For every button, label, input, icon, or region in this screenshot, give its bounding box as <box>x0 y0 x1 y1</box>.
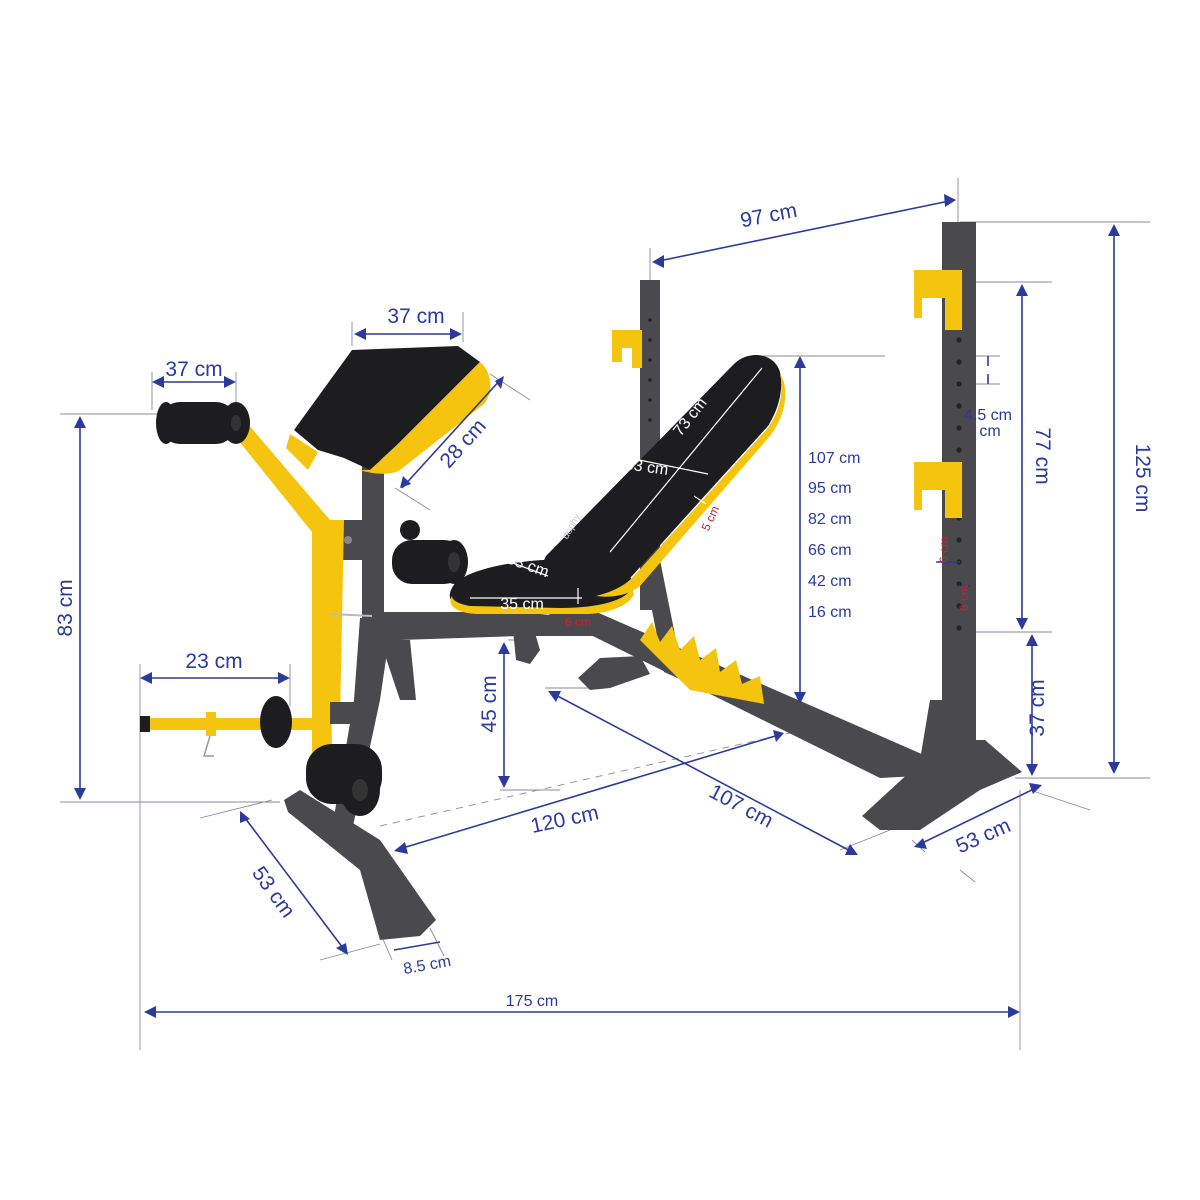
dim-rack-width: 97 cm <box>738 199 799 232</box>
dim-total-length: 175 cm <box>506 993 558 1010</box>
dim-rack-depth-span: 107 cm <box>705 780 777 833</box>
dim-seat-thickness: 6 cm <box>565 615 591 629</box>
dimension-lines <box>79 199 1115 1013</box>
backrest-height-4: 66 cm <box>808 542 852 559</box>
front-foot <box>284 790 436 940</box>
backrest-height-2: 95 cm <box>808 480 852 497</box>
extension-lines <box>60 178 1150 1050</box>
leg-developer <box>140 402 382 816</box>
seat-pad-edge <box>450 588 634 614</box>
dim-seat-width-bottom: 35 cm <box>500 596 544 613</box>
backrest-height-3: 82 cm <box>808 511 852 528</box>
top-roller <box>156 402 250 444</box>
backrest-strut <box>640 560 760 710</box>
preacher-station <box>286 346 491 620</box>
preacher-pad <box>294 346 480 470</box>
dim-hole-size-b: 6 cm <box>957 585 971 611</box>
dim-seat-height: 45 cm <box>478 675 501 732</box>
preacher-pad-edge <box>360 362 491 474</box>
dim-leg-frame-height: 83 cm <box>54 579 77 636</box>
j-hook <box>914 270 962 330</box>
dim-backrest-width: 33 cm <box>624 456 670 479</box>
weight-post <box>140 696 326 757</box>
hole-column <box>648 318 962 631</box>
dim-rack-height: 125 cm <box>1131 444 1154 513</box>
dim-rack-base-width: 53 cm <box>953 814 1015 858</box>
dim-hook-lowest: 37 cm <box>1026 679 1049 736</box>
j-hook <box>914 462 962 518</box>
arrowheads <box>74 194 1120 1018</box>
backrest-height-5: 42 cm <box>808 573 852 590</box>
leg-arm <box>222 410 332 760</box>
rack-base <box>862 740 1022 830</box>
dim-hole-size-a: 6 cm <box>937 537 951 563</box>
backrest-height-list: 107 cm 95 cm 82 cm 66 cm 42 cm 16 cm <box>808 450 860 621</box>
dim-hook-range: 77 cm <box>1031 427 1054 484</box>
dim-hole-spacing: 4.5 cm <box>964 407 1012 424</box>
backrest-height-1: 107 cm <box>808 450 860 467</box>
dim-hole-unit: cm <box>979 423 1000 440</box>
front-legs-2 <box>380 640 416 700</box>
bench-frame <box>362 612 606 648</box>
backrest-height-6: 16 cm <box>808 604 852 621</box>
bottom-roller <box>306 744 382 816</box>
adjust-handle <box>512 616 540 664</box>
rear-base <box>578 656 650 690</box>
incline-ladder <box>640 622 764 704</box>
j-hook <box>612 330 642 368</box>
rack-gusset <box>920 700 942 760</box>
dim-foot-width: 8.5 cm <box>402 953 452 978</box>
dim-leg-post-length: 23 cm <box>185 650 242 673</box>
dim-bench-base-width: 53 cm <box>247 862 299 922</box>
dim-leg-roller-width: 37 cm <box>165 358 222 381</box>
seat-leg-roller <box>392 540 468 584</box>
backrest-pad <box>543 354 782 591</box>
dim-preacher-width: 37 cm <box>387 305 444 328</box>
